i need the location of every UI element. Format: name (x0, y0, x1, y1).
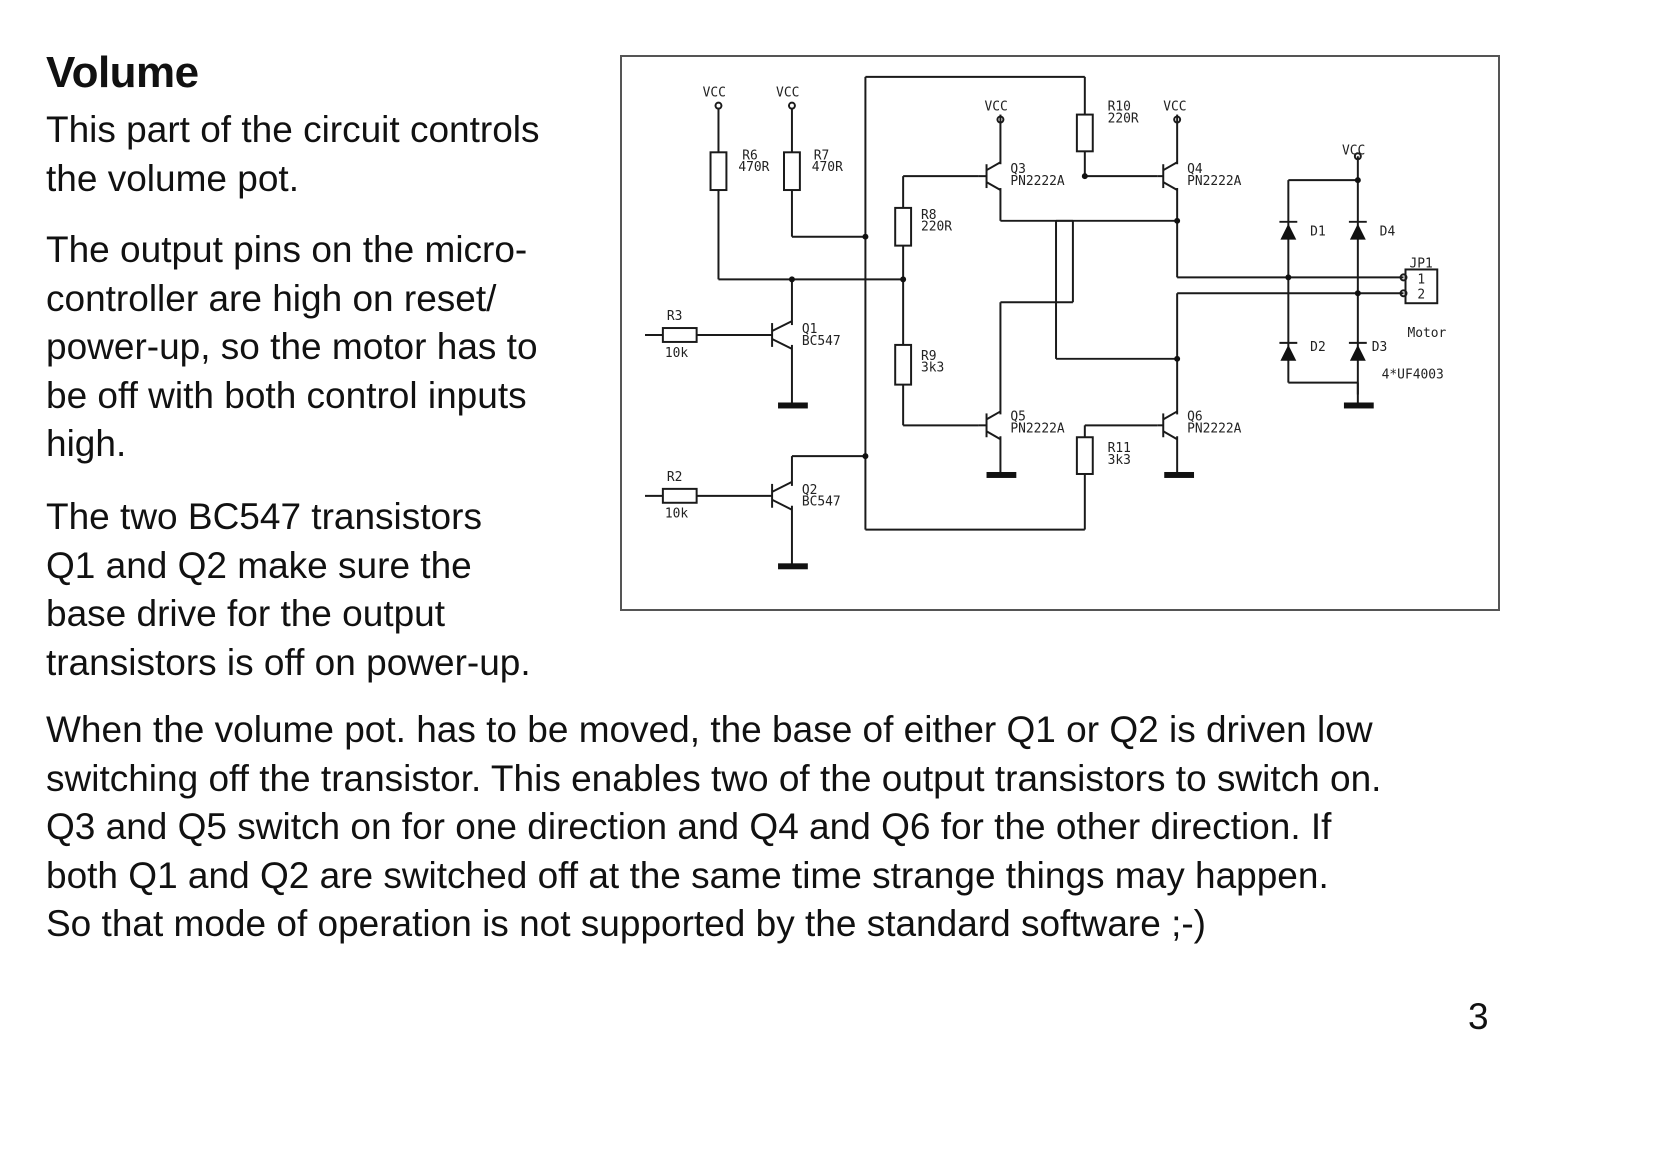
r2-value: 10k (665, 507, 689, 522)
bc547-paragraph: The two BC547 transistors Q1 and Q2 make… (46, 496, 531, 683)
q3-label: Q3 (1010, 162, 1026, 177)
resistor-r2 (645, 487, 773, 504)
r7-label: R7 (814, 148, 830, 163)
q1-value: BC547 (802, 334, 841, 349)
resistor-r11 (1075, 436, 1094, 475)
q4-value: PN2222A (1187, 174, 1242, 189)
q1-label: Q1 (802, 322, 818, 337)
jp1-pin1: 1 (1417, 272, 1425, 287)
vcc-label: VCC (1163, 100, 1186, 115)
d2-label: D2 (1310, 340, 1326, 355)
r6-label: R6 (742, 148, 758, 163)
vcc-label: VCC (985, 100, 1008, 115)
r9-value: 3k3 (921, 361, 944, 376)
resistor-r8 (894, 206, 913, 247)
jp1-label: JP1 (1409, 256, 1432, 271)
junction-dots (788, 173, 1361, 460)
q6-value: PN2222A (1187, 421, 1242, 436)
r10-label: R10 (1108, 100, 1131, 115)
q3-value: PN2222A (1010, 174, 1065, 189)
transistor-q6 (1157, 410, 1178, 441)
q2-value: BC547 (802, 495, 841, 510)
r8-label: R8 (921, 208, 937, 223)
transistor-q5 (978, 410, 1001, 441)
r8-value: 220R (921, 220, 952, 235)
diode-d3 (1348, 341, 1367, 361)
vcc-label: VCC (1342, 143, 1365, 158)
resistor-r3 (645, 327, 773, 343)
r11-label: R11 (1108, 441, 1131, 456)
reset-paragraph: The output pins on the micro- controller… (46, 229, 538, 464)
resistor-r9 (894, 343, 913, 386)
r9-label: R9 (921, 349, 937, 364)
jp1-pin2: 2 (1417, 287, 1425, 302)
q5-label: Q5 (1010, 409, 1026, 424)
vcc-label: VCC (776, 86, 799, 101)
q5-value: PN2222A (1010, 421, 1065, 436)
r7-value: 470R (812, 160, 843, 175)
r3-value: 10k (665, 346, 689, 361)
schematic-drawing: VCC VCC VCC VCC VCC R6 470R R7 470R R8 2… (645, 75, 1447, 570)
page-number: 3 (1468, 996, 1489, 1037)
q4-label: Q4 (1187, 162, 1203, 177)
resistor-r7 (783, 151, 801, 192)
volume-circuit-schematic: VCC VCC VCC VCC VCC R6 470R R7 470R R8 2… (620, 55, 1500, 611)
page-heading: Volume (46, 48, 199, 97)
d1-label: D1 (1310, 225, 1326, 240)
diode-d2 (1279, 341, 1298, 361)
r6-value: 470R (738, 160, 769, 175)
diode-d1 (1279, 220, 1298, 240)
q2-label: Q2 (802, 483, 818, 498)
vcc-terminals (714, 101, 1362, 161)
d4-label: D4 (1380, 225, 1396, 240)
diode-d4 (1348, 220, 1367, 240)
q6-label: Q6 (1187, 409, 1203, 424)
motor-label: Motor (1407, 326, 1446, 341)
ground-symbols (778, 402, 1374, 570)
intro-paragraph: This part of the circuit controls the vo… (46, 109, 540, 199)
resistor-r10 (1075, 113, 1094, 153)
r3-label: R3 (667, 309, 683, 324)
connector-jp1 (1399, 268, 1439, 305)
r11-value: 3k3 (1108, 453, 1131, 468)
r10-value: 220R (1108, 112, 1139, 127)
diode-type-label: 4*UF4003 (1382, 368, 1444, 383)
r2-label: R2 (667, 470, 683, 485)
resistor-r6 (709, 151, 728, 192)
vcc-label: VCC (703, 86, 726, 101)
transistor-q2 (771, 481, 793, 511)
d3-label: D3 (1372, 340, 1388, 355)
transistor-q1 (771, 320, 793, 350)
operation-paragraph: When the volume pot. has to be moved, th… (46, 709, 1382, 944)
transistor-q4 (1157, 161, 1178, 191)
transistor-q3 (978, 161, 1001, 191)
